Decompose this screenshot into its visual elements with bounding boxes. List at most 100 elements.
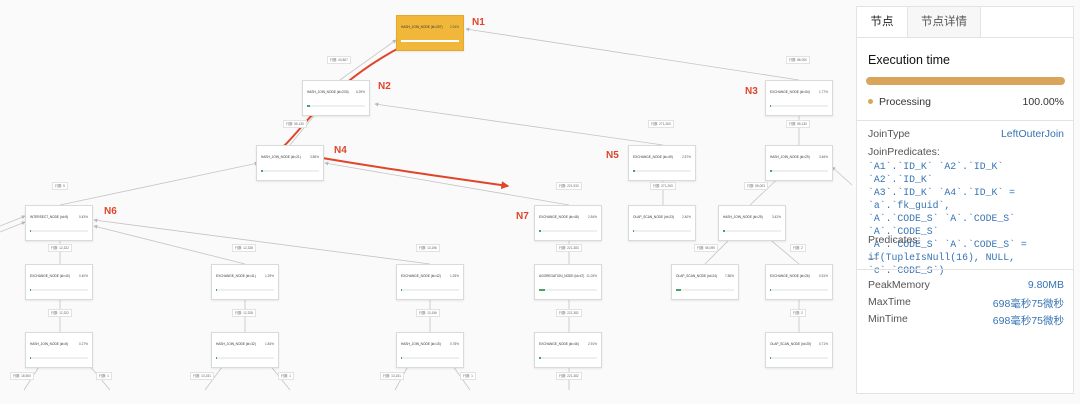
node-percent: 1.29% <box>264 274 274 278</box>
plan-node-n5[interactable]: EXCHANGE_NODE (id=49) 2.57% <box>628 145 696 181</box>
node-progress <box>676 289 734 291</box>
plan-node-n3[interactable]: EXCHANGE_NODE (id=54) 1.77% <box>765 80 833 116</box>
join-predicate-line: `A`.`CODE_S` `A`.`CODE_S` = <box>868 239 1027 250</box>
plan-node-n12[interactable]: EXCHANGE_NODE (id=41) 1.29% <box>211 264 279 300</box>
plan-node-n11[interactable]: EXCHANGE_NODE (id=40) 0.40% <box>25 264 93 300</box>
node-name: EXCHANGE_NODE (id=46) <box>539 342 579 346</box>
predicates-value: — <box>868 252 879 264</box>
node-percent: 1.77% <box>818 90 828 94</box>
node-progress <box>401 40 459 42</box>
plan-node-n18[interactable]: HASH_JOIN_NODE (id=32) 1.84% <box>211 332 279 368</box>
row-count-label: 行数: 43,807 <box>327 56 351 64</box>
row-count-label: 行数: 13,151 <box>380 372 404 380</box>
join-type-value: LeftOuterJoin <box>1000 128 1064 140</box>
row-count-label: 行数: 12,322 <box>48 244 72 252</box>
plan-node-n14[interactable]: AGGREGATION_NODE (id=47) 11.03% <box>534 264 602 300</box>
node-progress-fill <box>216 289 217 291</box>
node-progress <box>633 230 691 232</box>
plan-node-n4[interactable]: HASH_JOIN_NODE (id=21) 3.86% <box>256 145 324 181</box>
row-count-label: 行数: 271,263 <box>650 182 676 190</box>
node-percent: 2.40% <box>681 215 691 219</box>
annotation-n4: N4 <box>334 145 347 156</box>
node-name: EXCHANGE_NODE (id=48) <box>539 215 579 219</box>
annotation-n3: N3 <box>745 86 758 97</box>
plan-node-n16[interactable]: EXCHANGE_NODE (id=26) 0.51% <box>765 264 833 300</box>
node-name: EXCHANGE_NODE (id=54) <box>770 90 810 94</box>
node-percent: 11.03% <box>586 274 597 278</box>
peak-memory-value: 9.80MB <box>1027 279 1064 291</box>
plan-node-n15[interactable]: OLAP_SCAN_NODE (id=24) 7.86% <box>671 264 739 300</box>
status-dot-icon <box>868 99 873 104</box>
row-count-label: 行数: 12,328 <box>232 309 256 317</box>
node-percent: 2.94% <box>449 25 459 29</box>
plan-node-n19[interactable]: HASH_JOIN_NODE (id=15) 0.78% <box>396 332 464 368</box>
node-name: HASH_JOIN_NODE (id=8) <box>30 342 68 346</box>
row-count-label: 行数: 55,130 <box>283 120 307 128</box>
row-count-label: 行数: 1 <box>278 372 294 380</box>
plan-node-n10[interactable]: HASH_JOIN_NODE (id=25) 3.42% <box>718 205 786 241</box>
node-progress-fill <box>539 230 541 232</box>
annotation-n6: N6 <box>104 206 117 217</box>
node-progress-fill <box>216 357 218 359</box>
node-name: HASH_JOIN_NODE (id=25) <box>723 215 763 219</box>
node-progress-fill <box>401 289 402 291</box>
node-name: HASH_JOIN_NODE (id=29) <box>770 155 810 159</box>
min-time-value: 698毫秒75微秒 <box>992 315 1064 327</box>
node-progress <box>770 170 828 172</box>
node-progress-fill <box>770 105 772 107</box>
annotation-n5: N5 <box>606 150 619 161</box>
plan-node-n2[interactable]: HASH_JOIN_NODE (id=233) 6.25% <box>302 80 370 116</box>
row-count-label: 行数: 221,383 <box>556 244 582 252</box>
node-progress-fill <box>723 230 725 232</box>
plan-node-n7[interactable]: INTERSECT_NODE (id=5) 0.43% <box>25 205 93 241</box>
node-progress-fill <box>770 170 772 172</box>
peak-memory-label: PeakMemory <box>868 279 930 291</box>
processing-value: 100.00% <box>1022 96 1064 108</box>
plan-node-n21[interactable]: OLAP_SCAN_NODE (id=25) 0.71% <box>765 332 833 368</box>
panel-tabs: 节点 节点详情 <box>857 7 1073 38</box>
node-percent: 1.25% <box>449 274 459 278</box>
node-progress-fill <box>770 357 771 359</box>
row-count-label: 行数: 2 <box>790 309 806 317</box>
row-count-label: 行数: 221,382 <box>556 309 582 317</box>
plan-node-n17[interactable]: HASH_JOIN_NODE (id=8) 0.27% <box>25 332 93 368</box>
node-progress-fill <box>30 289 31 291</box>
row-count-label: 行数: 1 <box>96 372 112 380</box>
row-count-label: 行数: 55,130 <box>786 120 810 128</box>
node-progress-fill <box>633 170 635 172</box>
node-name: HASH_JOIN_NODE (id=21) <box>261 155 301 159</box>
join-predicate-line: `A3`.`ID_K` `A4`.`ID_K` = `a`.`fk_guid`, <box>868 187 1015 211</box>
node-name: HASH_JOIN_NODE (id=15) <box>401 342 441 346</box>
plan-node-n1[interactable]: HASH_JOIN_NODE (id=257) 2.94% <box>396 15 464 51</box>
node-percent: 2.54% <box>587 215 597 219</box>
row-count-label: 行数: 13,196 <box>416 309 440 317</box>
node-progress <box>539 357 597 359</box>
node-name: EXCHANGE_NODE (id=41) <box>216 274 256 278</box>
node-percent: 6.25% <box>355 90 365 94</box>
row-count-label: 行数: 13,196 <box>416 244 440 252</box>
node-detail-panel: 节点 节点详情 Execution time Processing 100.00… <box>856 6 1074 394</box>
join-type-label: JoinType <box>868 128 911 140</box>
plan-node-n13[interactable]: EXCHANGE_NODE (id=42) 1.25% <box>396 264 464 300</box>
node-percent: 0.71% <box>818 342 828 346</box>
node-progress <box>307 105 365 107</box>
node-percent: 7.86% <box>724 274 734 278</box>
node-progress-fill <box>30 357 31 359</box>
node-progress <box>770 289 828 291</box>
join-predicates-value: `A1`.`ID_K` `A2`.`ID_K` `A2`.`ID_K` `A3`… <box>868 160 1064 277</box>
tab-node-detail[interactable]: 节点详情 <box>908 7 981 37</box>
plan-node-n6[interactable]: HASH_JOIN_NODE (id=29) 3.46% <box>765 145 833 181</box>
annotation-n2: N2 <box>378 81 391 92</box>
join-type-row: JoinType LeftOuterJoin <box>868 128 1064 140</box>
tab-node[interactable]: 节点 <box>857 7 908 37</box>
plan-node-n9[interactable]: OLAP_SCAN_NODE (id=23) 2.40% <box>628 205 696 241</box>
node-name: OLAP_SCAN_NODE (id=25) <box>770 342 812 346</box>
plan-canvas[interactable]: HASH_JOIN_NODE (id=257) 2.94% HASH_JOIN_… <box>0 0 852 404</box>
node-progress <box>770 357 828 359</box>
plan-node-n20[interactable]: EXCHANGE_NODE (id=46) 2.91% <box>534 332 602 368</box>
row-count-label: 行数: 221,382 <box>556 372 582 380</box>
peak-memory-row: PeakMemory 9.80MB <box>868 279 1064 291</box>
plan-node-n8[interactable]: EXCHANGE_NODE (id=48) 2.54% <box>534 205 602 241</box>
node-name: EXCHANGE_NODE (id=26) <box>770 274 810 278</box>
node-progress-fill <box>539 357 541 359</box>
